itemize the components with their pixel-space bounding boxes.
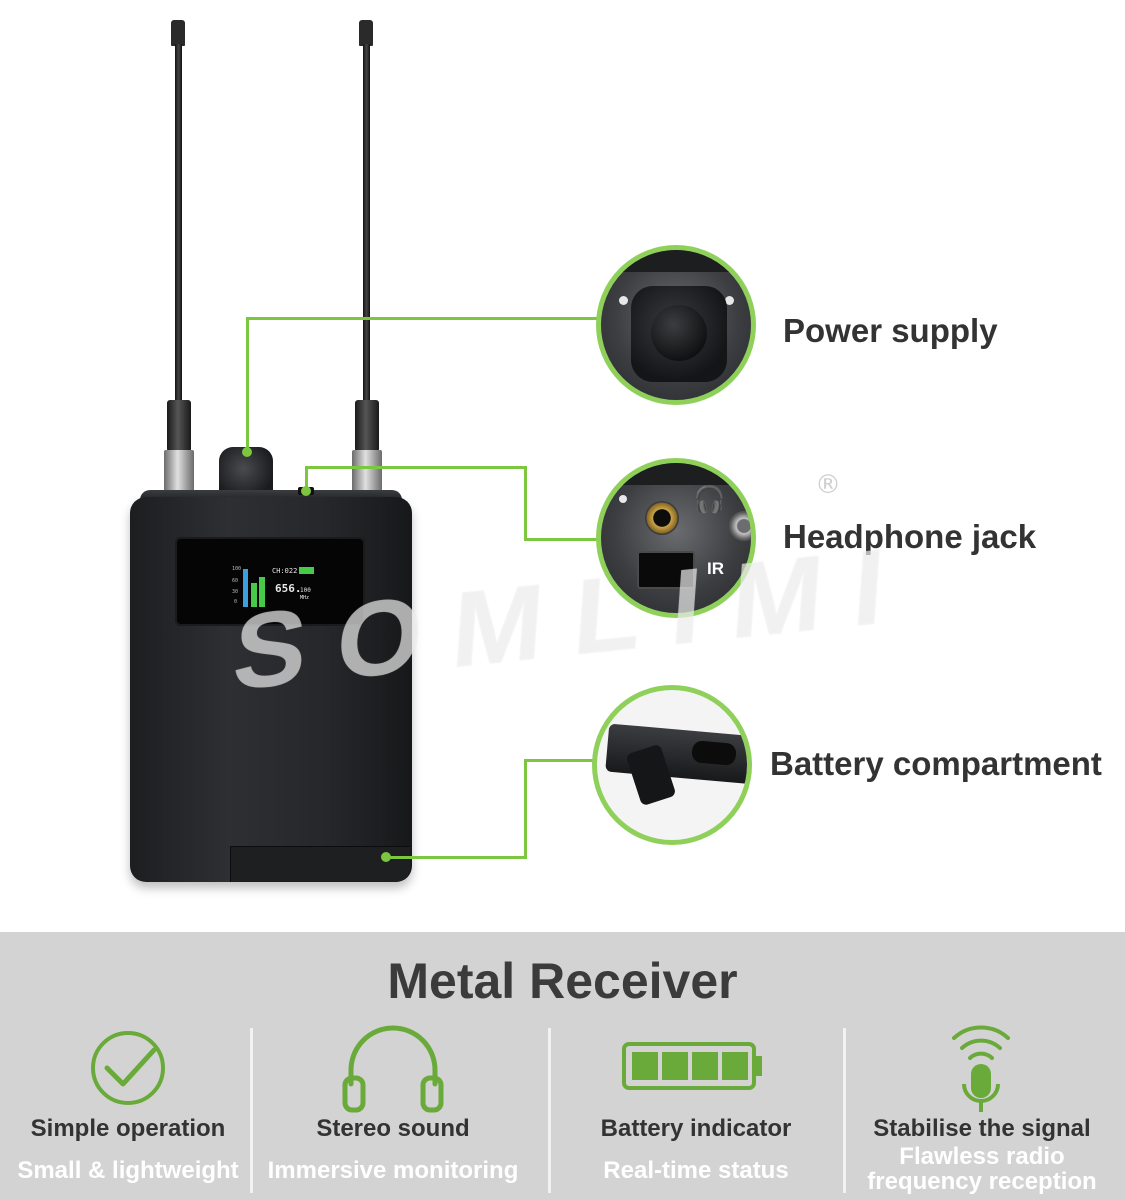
feature-simple-operation: Simple operation Small & lightweight bbox=[0, 1020, 268, 1200]
microphone-signal-icon bbox=[952, 1025, 1010, 1112]
feature-stable-signal: Stabilise the signal Flawless radio freq… bbox=[842, 1020, 1122, 1200]
headphone-connector-line bbox=[305, 466, 527, 469]
battery-door bbox=[230, 846, 410, 882]
screen-battery-icon bbox=[299, 567, 314, 574]
channel-readout: CH:022 bbox=[272, 567, 298, 575]
battery-connector-line bbox=[524, 759, 527, 859]
product-stage: 100 60 30 0 CH:022 656. 100 MHz bbox=[130, 20, 1102, 882]
level-tick: 100 bbox=[232, 566, 242, 572]
power-connector-line bbox=[246, 317, 598, 320]
battery-connector-dot bbox=[381, 852, 391, 862]
panel-title: Metal Receiver bbox=[387, 953, 738, 1009]
callout-headphone-jack: Headphone jack bbox=[783, 518, 1037, 555]
registered-mark: ® bbox=[815, 470, 841, 500]
power-supply-zoom bbox=[596, 245, 756, 405]
feature-title: Battery indicator bbox=[600, 1115, 792, 1142]
feature-battery-indicator: Battery indicator Real-time status bbox=[556, 1020, 836, 1200]
headphone-connector-dot bbox=[301, 486, 311, 496]
feature-subtitle: Flawless radio frequency reception bbox=[867, 1143, 1097, 1195]
audio-level-meter bbox=[243, 567, 271, 607]
frequency-readout: 656. bbox=[275, 582, 302, 595]
callout-battery-compartment: Battery compartment bbox=[770, 745, 1102, 782]
headphone-jack-zoom: 🎧 IR bbox=[596, 458, 756, 618]
feature-divider bbox=[548, 1028, 551, 1193]
power-connector-line bbox=[246, 317, 249, 452]
frequency-unit: MHz bbox=[300, 595, 310, 601]
display-screen: 100 60 30 0 CH:022 656. 100 MHz bbox=[175, 537, 365, 626]
ir-label: IR bbox=[707, 559, 724, 578]
battery-connector-line bbox=[524, 759, 598, 762]
callout-power-supply: Power supply bbox=[783, 312, 998, 349]
check-circle-icon bbox=[91, 1031, 165, 1105]
battery-compartment-zoom bbox=[592, 685, 752, 845]
level-tick: 0 bbox=[234, 599, 238, 605]
headphone-symbol-icon: 🎧 bbox=[693, 485, 726, 515]
headphone-jack-icon bbox=[645, 501, 679, 535]
level-tick: 30 bbox=[232, 589, 239, 595]
headphone-connector-line bbox=[524, 538, 598, 541]
feature-subtitle: Real-time status bbox=[603, 1157, 789, 1184]
headphone-connector-line bbox=[524, 466, 527, 541]
feature-panel bbox=[0, 932, 1125, 1200]
feature-title: Simple operation bbox=[30, 1115, 226, 1142]
battery-connector-line bbox=[390, 856, 527, 859]
ir-sensor bbox=[637, 551, 695, 589]
feature-title: Stabilise the signal bbox=[873, 1115, 1091, 1142]
feature-title: Stereo sound bbox=[316, 1115, 470, 1142]
battery-slot-icon bbox=[691, 740, 737, 766]
feature-divider bbox=[843, 1028, 846, 1193]
feature-stereo-sound: Stereo sound Immersive monitoring bbox=[253, 1020, 533, 1200]
level-tick: 60 bbox=[232, 578, 239, 584]
power-connector-dot bbox=[242, 447, 252, 457]
feature-subtitle: Immersive monitoring bbox=[267, 1157, 519, 1184]
feature-subtitle: Small & lightweight bbox=[17, 1157, 239, 1184]
headphone-connector-line bbox=[305, 466, 308, 490]
frequency-decimals: 100 bbox=[300, 587, 311, 594]
battery-icon bbox=[622, 1042, 762, 1090]
feature-divider bbox=[250, 1028, 253, 1193]
headphones-icon bbox=[342, 1025, 444, 1113]
